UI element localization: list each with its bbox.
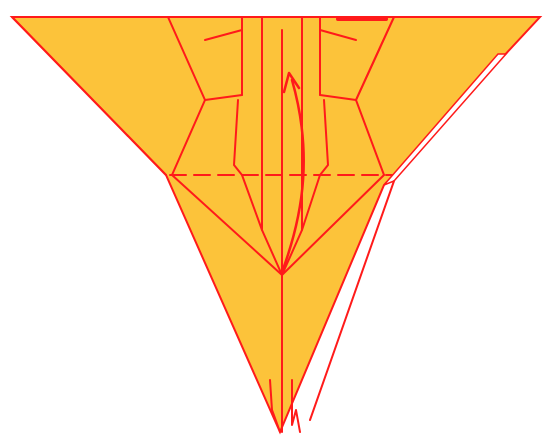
- paper-body: [12, 17, 540, 432]
